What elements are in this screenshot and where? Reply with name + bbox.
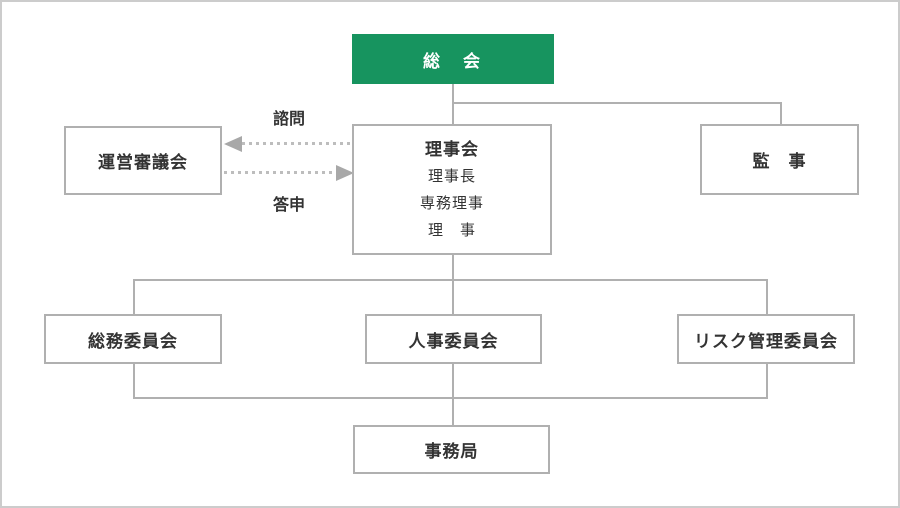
- node-hr-committee: 人事委員会: [365, 314, 542, 364]
- node-board-of-directors: 理事会 理事長 専務理事 理 事: [352, 124, 552, 255]
- connector-assembly-to-board: [452, 84, 454, 125]
- node-secretariat-label: 事務局: [424, 442, 479, 461]
- arrowhead-right-icon: [336, 165, 354, 181]
- riser-risk: [766, 364, 768, 399]
- board-member-chair: 理事長: [427, 168, 476, 185]
- report-label: 答申: [272, 197, 305, 214]
- node-auditor: 監 事: [700, 124, 859, 195]
- connector-assembly-to-auditor-drop: [780, 102, 782, 125]
- committee-bus-bottom: [133, 397, 768, 399]
- node-general-affairs-committee: 総務委員会: [44, 314, 222, 364]
- node-secretariat: 事務局: [353, 425, 550, 474]
- node-board-title: 理事会: [425, 140, 479, 159]
- node-risk-management-committee-label: リスク管理委員会: [694, 331, 838, 351]
- node-hr-committee-label: 人事委員会: [408, 331, 499, 351]
- consultation-label: 諮問: [272, 111, 305, 128]
- node-auditor-label: 監 事: [752, 152, 807, 171]
- arrowhead-left-icon: [224, 136, 242, 152]
- board-member-senior: 専務理事: [419, 195, 484, 212]
- report-dotted-line: [224, 171, 336, 174]
- node-general-affairs-committee-label: 総務委員会: [88, 331, 178, 351]
- connector-assembly-to-auditor-horizontal: [452, 102, 782, 104]
- node-risk-management-committee: リスク管理委員会: [677, 314, 855, 364]
- node-general-assembly: 総 会: [352, 34, 554, 84]
- node-general-assembly-label: 総 会: [423, 51, 483, 71]
- drop-to-general-affairs: [133, 279, 135, 314]
- riser-hr-to-secretariat: [452, 364, 454, 425]
- committee-bus-top: [133, 279, 768, 281]
- connector-board-to-bus: [452, 255, 454, 280]
- consultation-dotted-line: [242, 142, 354, 145]
- node-management-council: 運営審議会: [64, 126, 222, 195]
- drop-to-hr: [452, 279, 454, 314]
- board-member-director: 理 事: [427, 222, 476, 239]
- drop-to-risk: [766, 279, 768, 314]
- node-management-council-label: 運営審議会: [98, 153, 188, 172]
- riser-general-affairs: [133, 364, 135, 399]
